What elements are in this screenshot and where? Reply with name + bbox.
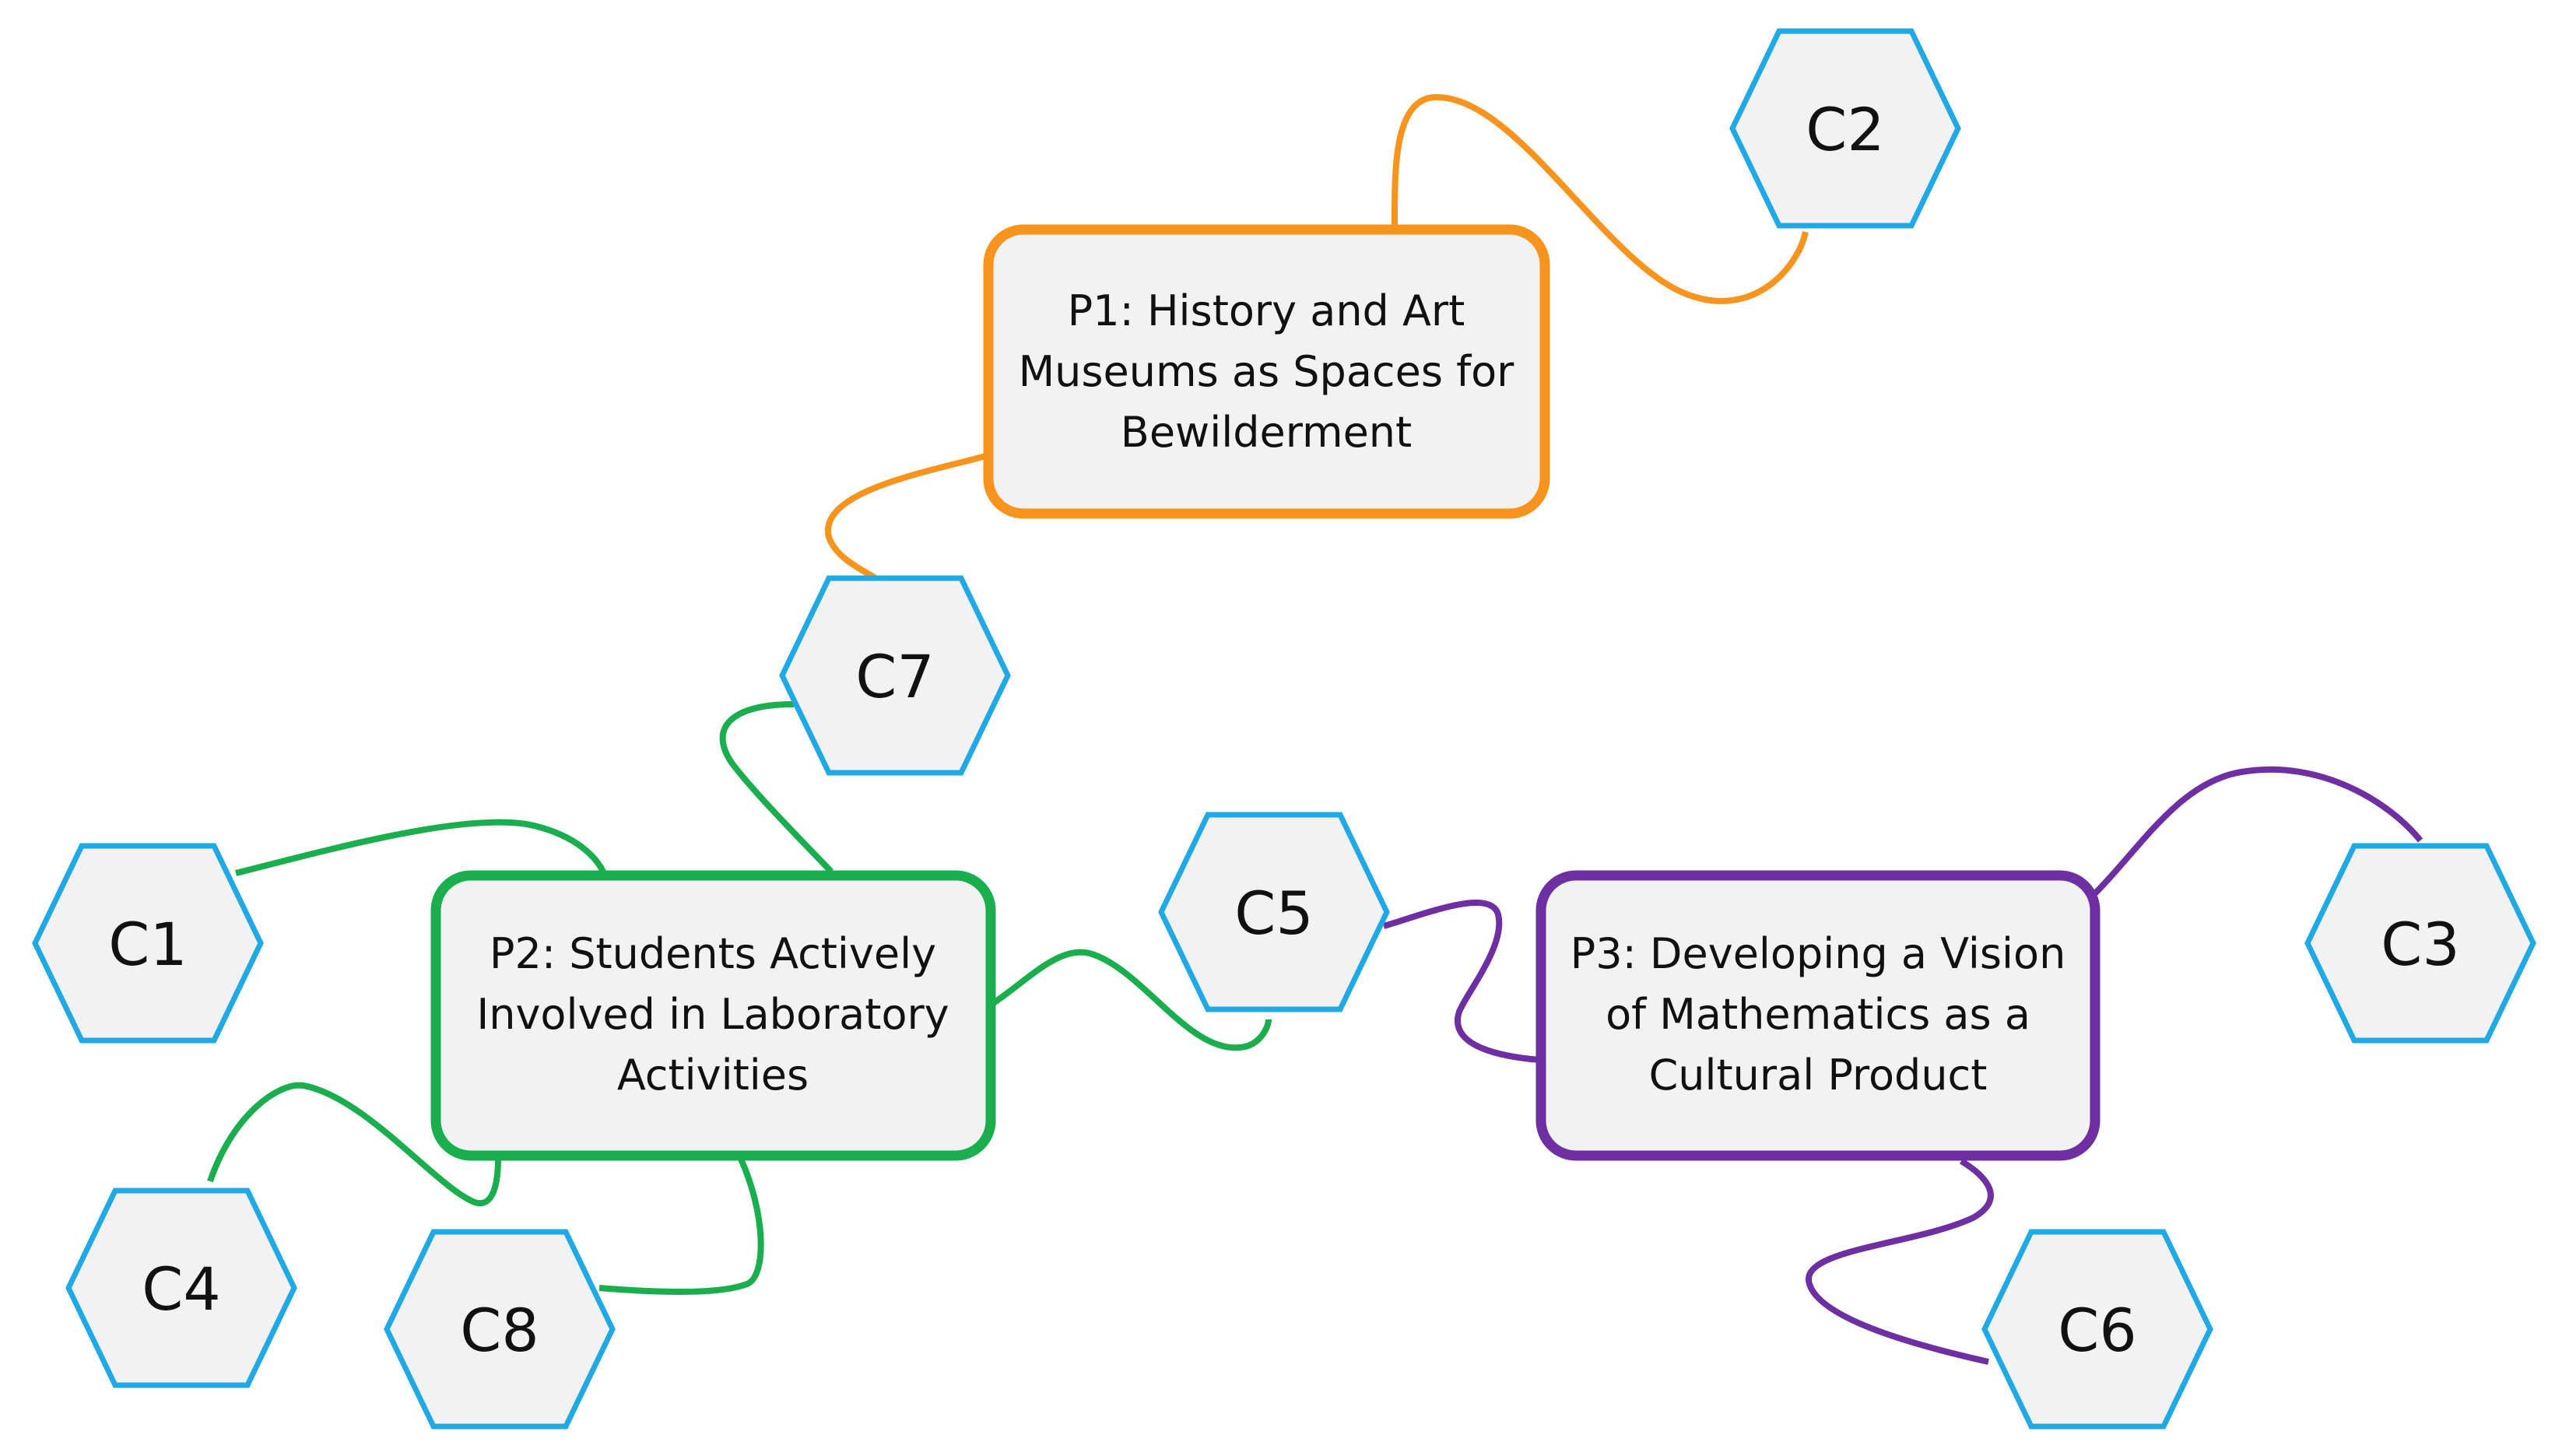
hexagon-c1-label: C1	[108, 910, 187, 979]
process-box-p1-line-2: Museums as Spaces for	[1019, 347, 1515, 396]
process-boxes: P1: History and Art Museums as Spaces fo…	[430, 224, 2101, 1161]
connector-p3-c3	[2093, 766, 2423, 896]
hexagon-c7-shape	[779, 575, 1011, 776]
process-box-p2-line-2: Involved in Laboratory	[476, 990, 949, 1039]
process-box-p1: P1: History and Art Museums as Spaces fo…	[983, 224, 1550, 519]
hexagon-c6-shape	[1981, 1229, 2213, 1430]
connector-p2-c5	[990, 949, 1272, 1051]
hexagon-c8-shape	[384, 1229, 616, 1430]
hexagon-c2-label: C2	[1806, 95, 1884, 164]
hexagon-c6: C6	[1981, 1229, 2213, 1430]
connector-p1-c2	[1391, 93, 1809, 304]
connector-p2-c7	[719, 701, 834, 874]
hexagon-c5: C5	[1158, 812, 1390, 1012]
process-box-p2: P2: Students Actively Involved in Labora…	[430, 870, 996, 1161]
hexagon-c5-label: C5	[1234, 879, 1313, 948]
connector-p2-c1	[235, 819, 606, 876]
process-box-p1-line-1: P1: History and Art	[1068, 286, 1465, 335]
process-box-p1-frame	[983, 224, 1550, 519]
hexagon-c7-label: C7	[855, 642, 934, 711]
process-box-p3-line-2: of Mathematics as a	[1606, 990, 2030, 1039]
hexagon-c3-label: C3	[2381, 910, 2459, 979]
connector-p3-c6	[1806, 1158, 1994, 1365]
hexagon-c8-label: C8	[460, 1296, 539, 1365]
process-box-p2-frame	[430, 870, 996, 1161]
hexagon-c7: C7	[779, 575, 1011, 776]
hexagon-c5-shape	[1158, 812, 1390, 1012]
connector-p2-c8	[598, 1154, 764, 1295]
hexagon-c4-shape	[65, 1188, 297, 1388]
process-box-p3: P3: Developing a Vision of Mathematics a…	[1535, 870, 2101, 1161]
process-box-p2-line-1: P2: Students Actively	[490, 929, 936, 978]
hexagon-c8: C8	[384, 1229, 616, 1430]
process-box-p3-line-3: Cultural Product	[1649, 1051, 1988, 1100]
hexagon-c1-shape	[32, 843, 264, 1044]
hexagon-c1: C1	[32, 843, 264, 1044]
connector-p1-c7	[825, 452, 990, 583]
hexagon-c4: C4	[65, 1188, 297, 1388]
connector-p3-c5	[1382, 900, 1540, 1063]
hexagon-c3-shape	[2304, 843, 2536, 1044]
category-hexagons: C1 C2 C3 C4 C5 C6 C7 C8	[32, 28, 2536, 1430]
process-box-p3-line-1: P3: Developing a Vision	[1571, 929, 2066, 978]
hexagon-c3: C3	[2304, 843, 2536, 1044]
connector-p2-c4	[207, 1082, 501, 1207]
process-box-p2-line-3: Activities	[617, 1051, 809, 1100]
hexagon-c2: C2	[1729, 28, 1961, 229]
process-box-p3-frame	[1535, 870, 2101, 1161]
hexagon-c4-label: C4	[142, 1254, 220, 1324]
hexagon-c6-label: C6	[2058, 1296, 2136, 1365]
hexagon-c2-shape	[1729, 28, 1961, 229]
connectors	[207, 93, 2423, 1365]
process-box-p1-line-3: Bewilderment	[1121, 408, 1412, 457]
